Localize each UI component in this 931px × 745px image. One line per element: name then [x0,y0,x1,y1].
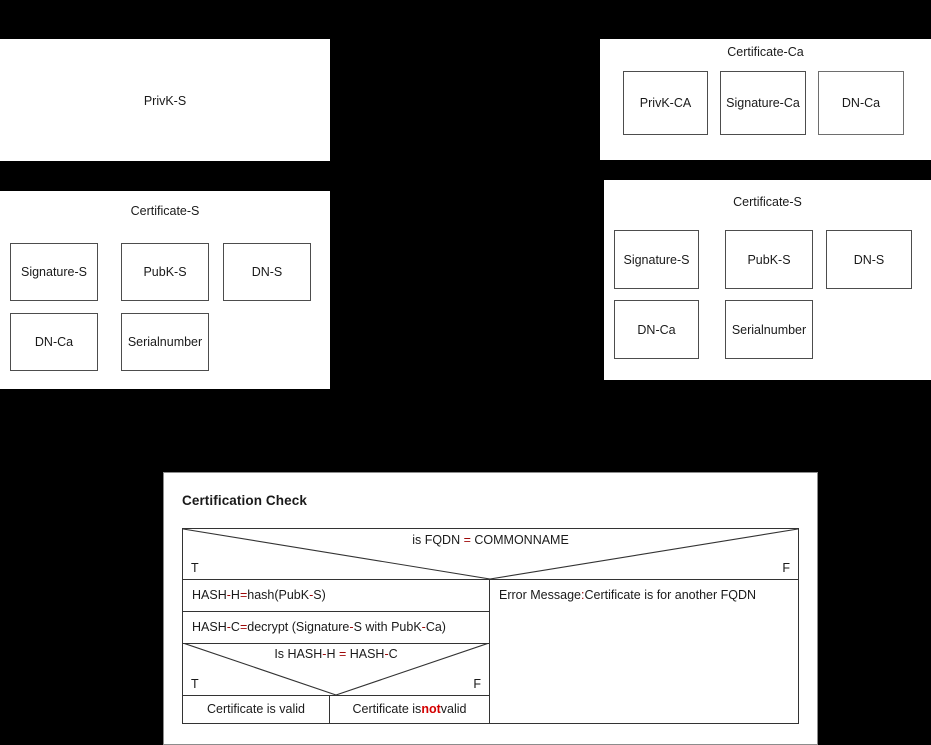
hyphen: - [349,620,354,634]
field-dn-ca[interactable]: DN-Ca [614,300,699,359]
field-dn-ca[interactable]: DN-Ca [10,313,98,371]
field-dn-s[interactable]: DN-S [223,243,311,301]
hyphen: - [309,588,314,602]
certification-check-panel: Certification Check is FQDN = COMMONNAME… [163,472,818,745]
hyphen: - [421,620,426,634]
field-signature-s[interactable]: Signature-S [10,243,98,301]
result-divider [329,695,330,723]
decision-fqdn-true-mark: T [191,561,199,575]
privk-s-panel: PrivK-S [0,39,330,161]
field-signature-ca[interactable]: Signature-Ca [720,71,806,135]
certification-check-title: Certification Check [182,493,307,508]
certification-check-table: is FQDN = COMMONNAME T F HASH-H = hash(P… [182,528,799,724]
row-separator [183,643,489,644]
decision-v-shape-icon [183,643,489,695]
decision-fqdn-false-mark: F [782,561,790,575]
decision-hash-false-mark: F [473,677,481,691]
field-dn-s[interactable]: DN-S [826,230,912,289]
result-certificate-valid: Certificate is valid [207,702,305,716]
certificate-s-right-title: Certificate-S [733,195,802,209]
decision-hash-true-mark: T [191,677,199,691]
hash-c-row: HASH-C = decrypt (Signature-S with PubK-… [192,620,446,634]
field-dn-ca[interactable]: DN-Ca [818,71,904,135]
hyphen: - [384,647,389,661]
row-separator [183,611,489,612]
field-signature-s[interactable]: Signature-S [614,230,699,289]
decision-fqdn-question: is FQDN = COMMONNAME [412,533,569,547]
decision-v-shape-icon [183,529,798,579]
decision-fqdn-commonname[interactable]: is FQDN = COMMONNAME T F [183,529,798,579]
decision-hash-question: Is HASH-H = HASH-C [274,647,398,661]
error-message-cell: Error Message: Certificate is for anothe… [499,588,757,602]
emphasis-not: not [421,702,441,716]
hyphen: - [226,588,231,602]
certificate-s-left-title: Certificate-S [130,204,200,218]
row-separator [183,695,489,696]
certificate-s-left-panel: Certificate-S Signature-S PubK-S DN-S DN… [0,191,330,389]
field-privk-ca[interactable]: PrivK-CA [623,71,708,135]
colon: : [580,588,585,602]
equals-operator: = [338,647,347,661]
field-serialnumber[interactable]: Serialnumber [121,313,209,371]
equals-operator: = [239,588,248,602]
field-pubk-s[interactable]: PubK-S [725,230,813,289]
decision-hash-h-equals-hash-c[interactable]: Is HASH-H = HASH-C T F [183,643,489,695]
field-serialnumber[interactable]: Serialnumber [725,300,813,359]
equals-operator: = [463,533,471,547]
hyphen: - [226,620,231,634]
certificate-ca-panel: Certificate-Ca PrivK-CA Signature-Ca DN-… [600,39,931,160]
field-pubk-s[interactable]: PubK-S [121,243,209,301]
result-certificate-not-valid: Certificate is not valid [352,702,467,716]
certificate-ca-title: Certificate-Ca [727,45,804,59]
column-divider [489,579,490,723]
row-separator [183,579,798,580]
certificate-s-right-panel: Certificate-S Signature-S PubK-S DN-S DN… [604,180,931,380]
privk-s-label: PrivK-S [143,94,187,108]
equals-operator: = [239,620,248,634]
hash-h-row: HASH-H = hash(PubK-S) [192,588,326,602]
hyphen: - [322,647,327,661]
